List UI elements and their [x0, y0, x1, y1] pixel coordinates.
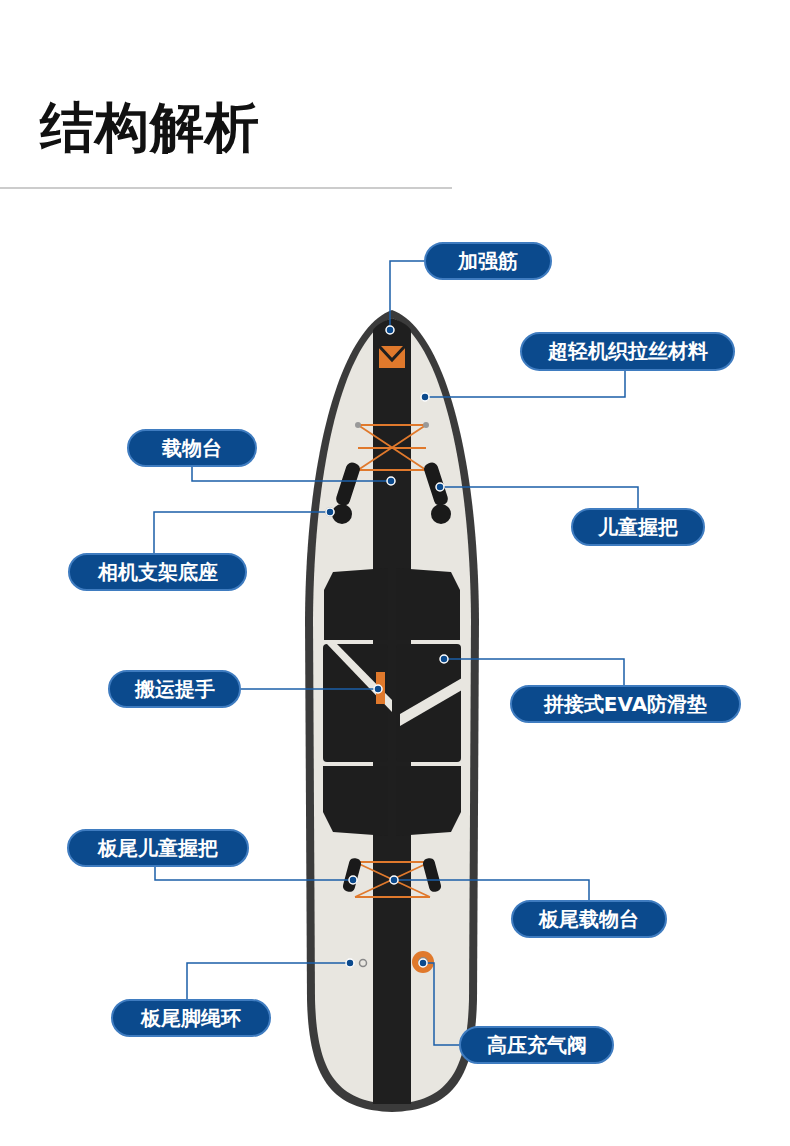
callout-pill: 搬运提手	[108, 670, 241, 708]
callout-pill: 拼接式EVA防滑垫	[510, 685, 741, 723]
eva-pad	[323, 568, 461, 836]
callout-label: 高压充气阀	[487, 1032, 587, 1059]
board-rail	[305, 310, 479, 1112]
d-ring	[423, 422, 429, 428]
front-bungee	[358, 425, 426, 470]
board-deck	[313, 318, 471, 1104]
leader-dots	[326, 326, 448, 967]
page-title: 结构解析	[40, 92, 260, 165]
d-ring	[355, 422, 361, 428]
camera-mount	[326, 508, 334, 516]
leash-ring	[360, 960, 367, 967]
callout-label: 加强筋	[458, 248, 518, 275]
valve-core	[418, 957, 428, 967]
logo-mark	[379, 346, 405, 360]
title-rule	[0, 187, 452, 188]
tail-handle	[422, 857, 442, 893]
callout-pill: 板尾载物台	[511, 900, 667, 938]
handle-base	[332, 504, 352, 524]
kid-handle	[335, 461, 362, 507]
callout-pill: 儿童握把	[571, 508, 705, 546]
callout-label: 儿童握把	[598, 514, 678, 541]
callout-label: 拼接式EVA防滑垫	[544, 691, 707, 718]
tail-handle	[342, 857, 362, 893]
valve	[412, 951, 434, 973]
callout-label: 板尾儿童握把	[98, 835, 218, 862]
callout-pill: 板尾脚绳环	[111, 999, 271, 1037]
callout-pill: 板尾儿童握把	[67, 829, 249, 867]
callout-pill: 高压充气阀	[459, 1026, 614, 1064]
callout-label: 搬运提手	[135, 676, 215, 703]
callout-pill: 载物台	[127, 429, 257, 467]
callout-pill: 超轻机织拉丝材料	[520, 332, 735, 371]
callout-label: 板尾脚绳环	[141, 1005, 241, 1032]
kid-handle	[423, 461, 450, 507]
handle-base	[431, 504, 451, 524]
leader-lines	[154, 261, 638, 1045]
callout-label: 板尾载物台	[539, 906, 639, 933]
pad-stripe	[400, 678, 462, 726]
callout-label: 超轻机织拉丝材料	[548, 338, 708, 365]
logo	[379, 346, 405, 368]
callout-pill: 加强筋	[424, 242, 552, 280]
callout-label: 相机支架底座	[98, 559, 218, 586]
callout-label: 载物台	[162, 435, 222, 462]
callout-pill: 相机支架底座	[68, 553, 247, 591]
pad-stripe	[326, 643, 392, 712]
